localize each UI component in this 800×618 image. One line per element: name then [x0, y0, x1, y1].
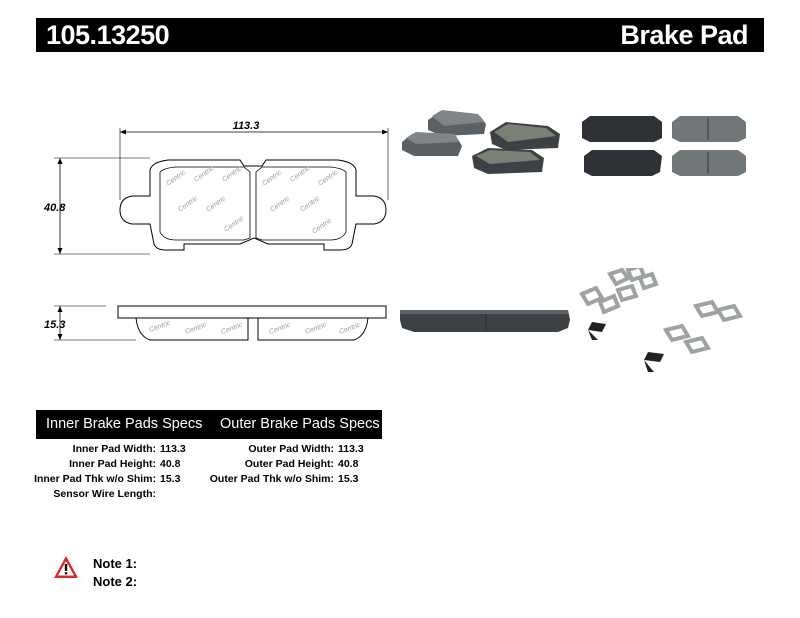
- svg-text:Centric: Centric: [221, 165, 244, 184]
- svg-text:Centric: Centric: [223, 215, 246, 234]
- technical-drawing: 113.3 40.8 Centric Centric Centric Centr…: [43, 120, 389, 341]
- inner-spec-row: Sensor Wire Length:: [0, 487, 200, 502]
- pad-side-view: [117, 305, 387, 341]
- svg-text:Centric: Centric: [311, 217, 334, 236]
- inner-spec-label: Inner Pad Thk w/o Shim:: [34, 473, 156, 485]
- hardware-kit-photo: [579, 268, 744, 372]
- part-number: 105.13250: [46, 20, 170, 50]
- svg-text:Centric: Centric: [165, 169, 188, 188]
- inner-spec-value: 113.3: [160, 443, 186, 455]
- svg-text:Centric: Centric: [193, 165, 216, 184]
- outer-spec-value: 40.8: [338, 458, 359, 470]
- svg-text:Centric: Centric: [317, 169, 340, 188]
- note-1: Note 1:: [93, 556, 138, 571]
- svg-text:Centric: Centric: [261, 169, 284, 188]
- svg-text:Centric: Centric: [268, 322, 292, 336]
- inner-spec-label: Inner Pad Width:: [72, 443, 156, 455]
- svg-text:Centric: Centric: [338, 322, 362, 336]
- warning-icon: [54, 556, 78, 578]
- pad-front-view: [119, 159, 387, 251]
- inner-spec-row: Inner Pad Thk w/o Shim: 15.3: [0, 472, 200, 487]
- inner-spec-label: Sensor Wire Length:: [53, 488, 156, 500]
- svg-text:Centric: Centric: [220, 322, 244, 336]
- outer-spec-label: Outer Pad Thk w/o Shim:: [209, 473, 334, 485]
- svg-text:Centric: Centric: [299, 195, 322, 214]
- outer-spec-row: Outer Pad Thk w/o Shim: 15.3: [200, 472, 400, 487]
- svg-text:Centric: Centric: [289, 165, 312, 184]
- svg-text:Centric: Centric: [205, 195, 228, 214]
- svg-text:Centric: Centric: [177, 195, 200, 214]
- outer-spec-label: Outer Pad Height:: [244, 458, 334, 470]
- outer-spec-value: 15.3: [338, 473, 359, 485]
- inner-spec-row: Inner Pad Height: 40.8: [0, 457, 200, 472]
- logo-watermark: Centric Centric Centric Centric Centric …: [165, 165, 340, 236]
- pad-set-photo: [402, 110, 560, 174]
- svg-text:Centric: Centric: [148, 320, 172, 334]
- inner-spec-value: 15.3: [160, 473, 181, 485]
- outer-spec-label: Outer Pad Width:: [248, 443, 334, 455]
- inner-spec-value: 40.8: [160, 458, 181, 470]
- thickness-dimension-label: 15.3: [44, 319, 65, 331]
- pad-side-photo: [400, 310, 570, 332]
- inner-spec-row: Inner Pad Width: 113.3: [0, 442, 200, 457]
- inner-spec-label: Inner Pad Height:: [69, 458, 156, 470]
- outer-specs-title: Outer Brake Pads Specs: [220, 416, 380, 432]
- inner-specs-header: Inner Brake Pads Specs: [36, 410, 206, 439]
- pad-front-back-photo: [582, 116, 746, 176]
- height-dimension-label: 40.8: [43, 202, 66, 214]
- title-bar: 105.13250 Brake Pad: [36, 18, 764, 52]
- note-2: Note 2:: [93, 574, 138, 589]
- part-type: Brake Pad: [620, 20, 748, 50]
- outer-spec-value: 113.3: [338, 443, 364, 455]
- svg-text:Centric: Centric: [304, 322, 328, 336]
- svg-text:Centric: Centric: [184, 322, 208, 336]
- outer-specs-header: Outer Brake Pads Specs: [206, 410, 382, 439]
- svg-text:Centric: Centric: [269, 195, 292, 214]
- width-dimension-label: 113.3: [233, 120, 260, 132]
- outer-spec-row: Outer Pad Width: 113.3: [200, 442, 400, 457]
- outer-spec-row: Outer Pad Height: 40.8: [200, 457, 400, 472]
- inner-specs-title: Inner Brake Pads Specs: [46, 416, 203, 432]
